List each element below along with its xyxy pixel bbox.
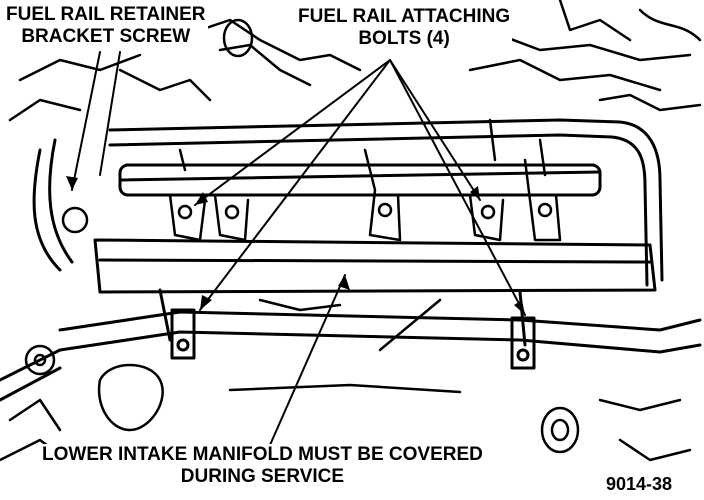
- fuel-rail-brackets: [170, 308, 536, 370]
- callout-fuel-rail-attaching-bolts: FUEL RAIL ATTACHING BOLTS (4): [296, 6, 513, 50]
- callout-lower-intake-manifold: LOWER INTAKE MANIFOLD MUST BE COVERED DU…: [40, 444, 485, 488]
- callout-line-1: LOWER INTAKE MANIFOLD MUST BE COVERED: [42, 444, 483, 465]
- front-fuel-tube: [0, 310, 702, 402]
- lower-engine-background: [97, 298, 692, 462]
- callout-line-1: FUEL RAIL ATTACHING: [298, 6, 511, 27]
- lower-intake-manifold: [93, 238, 657, 347]
- fuel-injectors: [168, 118, 562, 242]
- arrowheads: [66, 176, 525, 315]
- callout-line-2: BOLTS (4): [358, 28, 450, 49]
- figure-number: 9014-38: [604, 474, 675, 495]
- callout-fuel-rail-retainer-bracket-screw: FUEL RAIL RETAINER BRACKET SCREW: [4, 4, 208, 48]
- callout-line-2: BRACKET SCREW: [21, 26, 191, 47]
- callout-line-1: FUEL RAIL RETAINER: [6, 4, 206, 25]
- fuel-rail: [118, 163, 602, 197]
- callout-line-2: DURING SERVICE: [180, 466, 345, 487]
- leader-lines: [71, 51, 526, 446]
- upper-fuel-rail: [32, 118, 664, 287]
